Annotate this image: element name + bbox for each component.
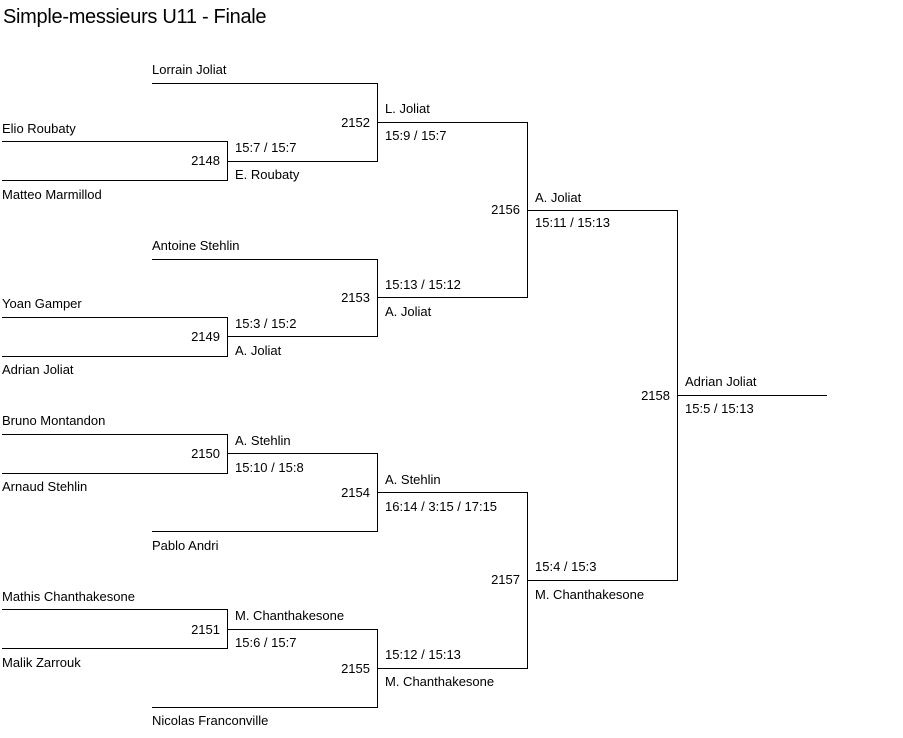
player-name: Lorrain Joliat xyxy=(152,62,227,77)
match-score: 15:9 / 15:7 xyxy=(385,128,447,143)
match-number: 2154 xyxy=(341,485,370,500)
page-title: Simple-messieurs U11 - Finale xyxy=(3,6,267,28)
match-score: 15:12 / 15:13 xyxy=(385,647,461,662)
match-number: 2152 xyxy=(341,115,370,130)
match-score: 15:13 / 15:12 xyxy=(385,277,461,292)
player-name: Yoan Gamper xyxy=(2,296,82,311)
match-winner: A. Joliat xyxy=(235,343,282,358)
match-winner: A. Joliat xyxy=(535,190,582,205)
match-number: 2157 xyxy=(491,572,520,587)
match-score: 15:3 / 15:2 xyxy=(235,316,297,331)
player-name: Nicolas Franconville xyxy=(152,713,269,728)
match-winner: A. Stehlin xyxy=(385,472,441,487)
match-score: 16:14 / 3:15 / 17:15 xyxy=(385,499,498,514)
match-number: 2149 xyxy=(191,329,220,344)
match-winner: M. Chanthakesone xyxy=(535,587,645,602)
player-name: Mathis Chanthakesone xyxy=(2,589,135,604)
match-winner: M. Chanthakesone xyxy=(235,608,345,623)
player-name: Matteo Marmillod xyxy=(2,187,102,202)
match-number: 2158 xyxy=(641,388,670,403)
match-winner: E. Roubaty xyxy=(235,167,300,182)
player-name: Antoine Stehlin xyxy=(152,238,240,253)
match-number: 2150 xyxy=(191,446,220,461)
match-winner: L. Joliat xyxy=(385,101,430,116)
match-score: 15:7 / 15:7 xyxy=(235,140,297,155)
champion-name: Adrian Joliat xyxy=(685,374,757,389)
match-number: 2156 xyxy=(491,202,520,217)
match-number: 2153 xyxy=(341,290,370,305)
match-winner: M. Chanthakesone xyxy=(385,674,495,689)
match-winner: A. Stehlin xyxy=(235,433,291,448)
match-score: 15:10 / 15:8 xyxy=(235,460,304,475)
player-name: Elio Roubaty xyxy=(2,121,76,136)
match-score: 15:5 / 15:13 xyxy=(685,401,754,416)
match-number: 2155 xyxy=(341,661,370,676)
match-score: 15:11 / 15:13 xyxy=(535,215,610,230)
match-score: 15:6 / 15:7 xyxy=(235,635,297,650)
player-name: Adrian Joliat xyxy=(2,362,74,377)
player-name: Bruno Montandon xyxy=(2,413,106,428)
player-name: Arnaud Stehlin xyxy=(2,479,88,494)
match-score: 15:4 / 15:3 xyxy=(535,559,597,574)
player-name: Malik Zarrouk xyxy=(2,655,81,670)
player-name: Pablo Andri xyxy=(152,538,219,553)
match-number: 2148 xyxy=(191,153,220,168)
match-winner: A. Joliat xyxy=(385,304,432,319)
match-number: 2151 xyxy=(191,622,220,637)
